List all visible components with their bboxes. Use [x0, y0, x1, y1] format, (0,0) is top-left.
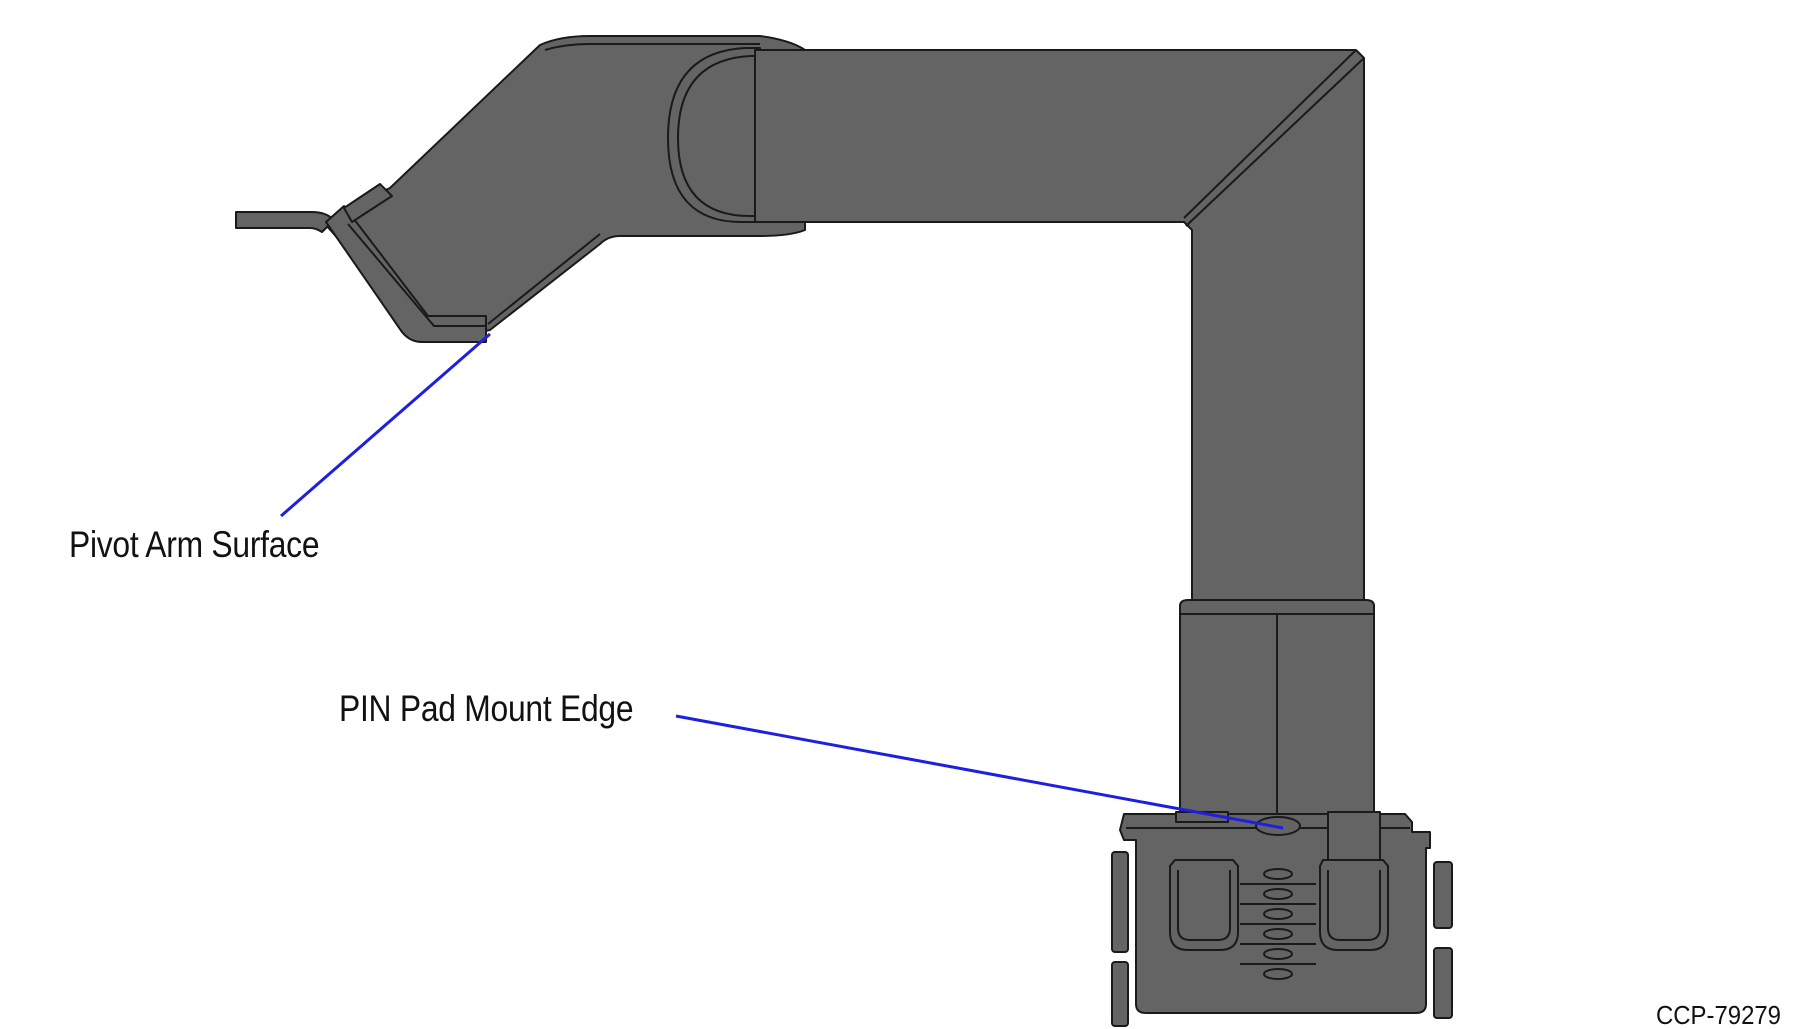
figure-id: CCP-79279	[1656, 1000, 1781, 1029]
flange-small-tab	[343, 183, 393, 223]
flange-inner-edge	[347, 223, 486, 327]
right-clip	[1319, 859, 1389, 951]
flange-tab	[235, 211, 335, 233]
mount-rib-lines	[1240, 883, 1316, 965]
leader-line-pivot-arm-surface	[280, 332, 491, 518]
pin-pad-mount	[1111, 811, 1453, 1027]
elbow-miter-edge	[1185, 57, 1365, 227]
angled-arm-lower-edge	[487, 233, 601, 325]
collar-body	[667, 47, 761, 224]
left-clip	[1169, 859, 1239, 951]
left-latch-lower	[1111, 961, 1129, 1027]
callout-pivot-arm-surface: Pivot Arm Surface	[69, 524, 320, 565]
angled-arm-top-edge	[544, 43, 760, 51]
left-latch-upper	[1111, 851, 1129, 953]
mount-slots	[1240, 868, 1316, 980]
right-clip-inner	[1327, 870, 1381, 941]
mount-slot	[1263, 968, 1293, 980]
right-latch-lower	[1433, 947, 1453, 1019]
collar-ring-edge	[676, 55, 760, 217]
leader-line-pin-pad-mount-edge	[675, 714, 1284, 830]
mount-slot	[1263, 908, 1293, 920]
flange-lip	[325, 205, 487, 343]
callout-pin-pad-mount-edge: PIN Pad Mount Edge	[339, 688, 634, 729]
mount-slot	[1263, 868, 1293, 880]
pivot-collar	[667, 47, 761, 224]
vertical-arm-lower	[1179, 599, 1375, 825]
right-latch-upper	[1433, 861, 1453, 929]
pivot-arm-surface-flange	[235, 183, 487, 343]
elbow-miter-edge-inner	[1183, 49, 1357, 219]
mount-slot	[1263, 928, 1293, 940]
lower-arm-collar	[1179, 599, 1375, 617]
mount-slot	[1263, 948, 1293, 960]
mount-top-block	[1327, 811, 1381, 861]
horizontal-arm	[754, 49, 1365, 601]
mount-slot	[1263, 888, 1293, 900]
left-clip-inner	[1177, 870, 1231, 941]
